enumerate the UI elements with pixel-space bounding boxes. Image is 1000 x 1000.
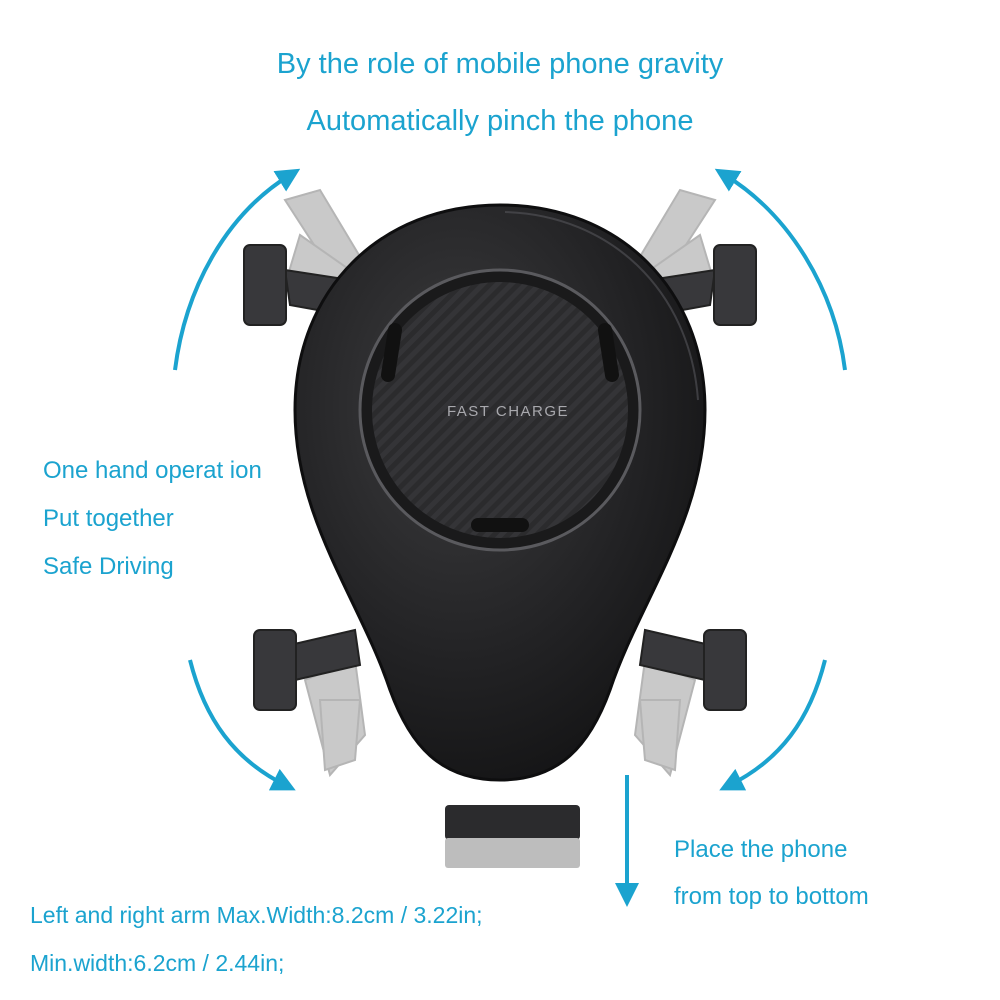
arrow-top-right-icon [714, 168, 847, 371]
spec-line-1: Left and right arm Max.Width:8.2cm / 3.2… [30, 902, 483, 928]
arrow-bottom-left-icon [188, 659, 296, 791]
placement-line-2: from top to bottom [674, 883, 869, 910]
carbon-fiber-disc [372, 282, 628, 538]
fast-charge-label: FAST CHARGE [447, 403, 569, 420]
feature-item: Safe Driving [43, 553, 174, 580]
arrow-top-left-icon [173, 168, 301, 371]
mount-base [445, 805, 580, 868]
headline-line-1: By the role of mobile phone gravity [276, 48, 724, 80]
arm-bottom-right [638, 628, 747, 711]
placement-line-1: Place the phone [674, 836, 848, 863]
arm-bottom-left [253, 628, 362, 711]
arm-ghost-bottom-right [633, 658, 697, 778]
feature-item: Put together [43, 505, 174, 532]
feature-item: One hand operat ion [43, 457, 262, 484]
headline-line-2: Automatically pinch the phone [306, 105, 694, 137]
grip-pad-icon [598, 323, 619, 382]
arrow-bottom-right-icon [719, 659, 827, 791]
arm-ghost-bottom-left [303, 658, 367, 778]
spec-line-2: Min.width:6.2cm / 2.44in; [30, 950, 285, 976]
grip-pad-icon [381, 323, 402, 382]
